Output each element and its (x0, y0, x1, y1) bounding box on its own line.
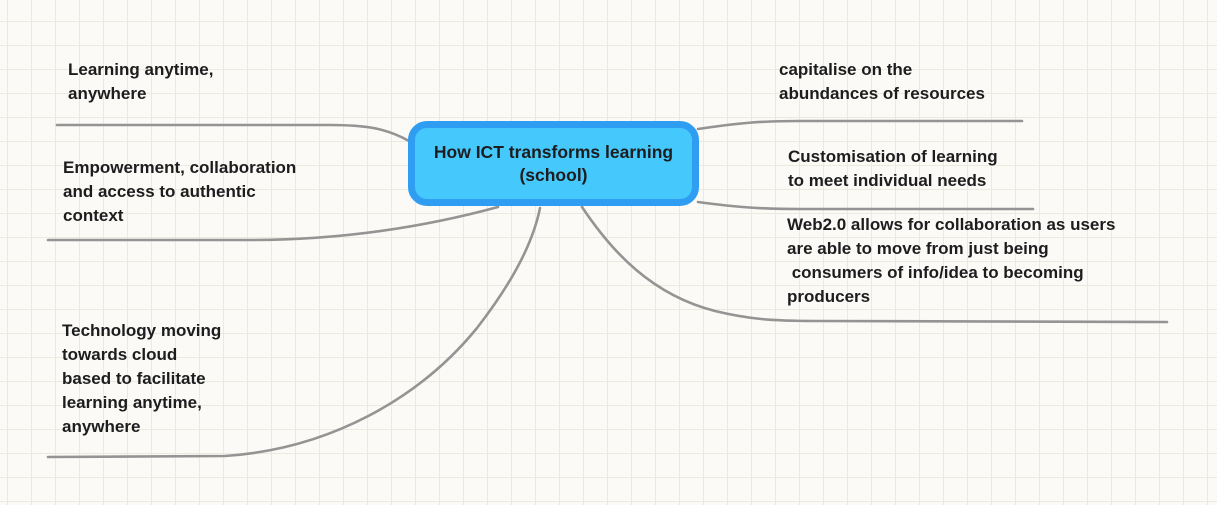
branch-label-technology-cloud[interactable]: Technology moving towards cloud based to… (62, 321, 222, 436)
connector-customisation[interactable] (696, 200, 1035, 211)
connector-learning-anytime[interactable] (55, 123, 411, 143)
connector-capitalise[interactable] (696, 119, 1024, 131)
branch-label-learning-anytime[interactable]: Learning anytime, anywhere (68, 60, 214, 103)
branch-label-customisation[interactable]: Customisation of learning to meet indivi… (788, 147, 998, 190)
connector-empowerment[interactable] (46, 205, 500, 242)
connector-web2[interactable] (580, 205, 1169, 324)
branch-label-capitalise[interactable]: capitalise on the abundances of resource… (779, 60, 985, 103)
connector-technology-cloud[interactable] (46, 206, 542, 459)
branch-label-web2[interactable]: Web2.0 allows for collaboration as users… (787, 215, 1116, 306)
root-node[interactable]: How ICT transforms learning (school) (408, 121, 699, 206)
branch-label-empowerment[interactable]: Empowerment, collaboration and access to… (63, 158, 297, 225)
